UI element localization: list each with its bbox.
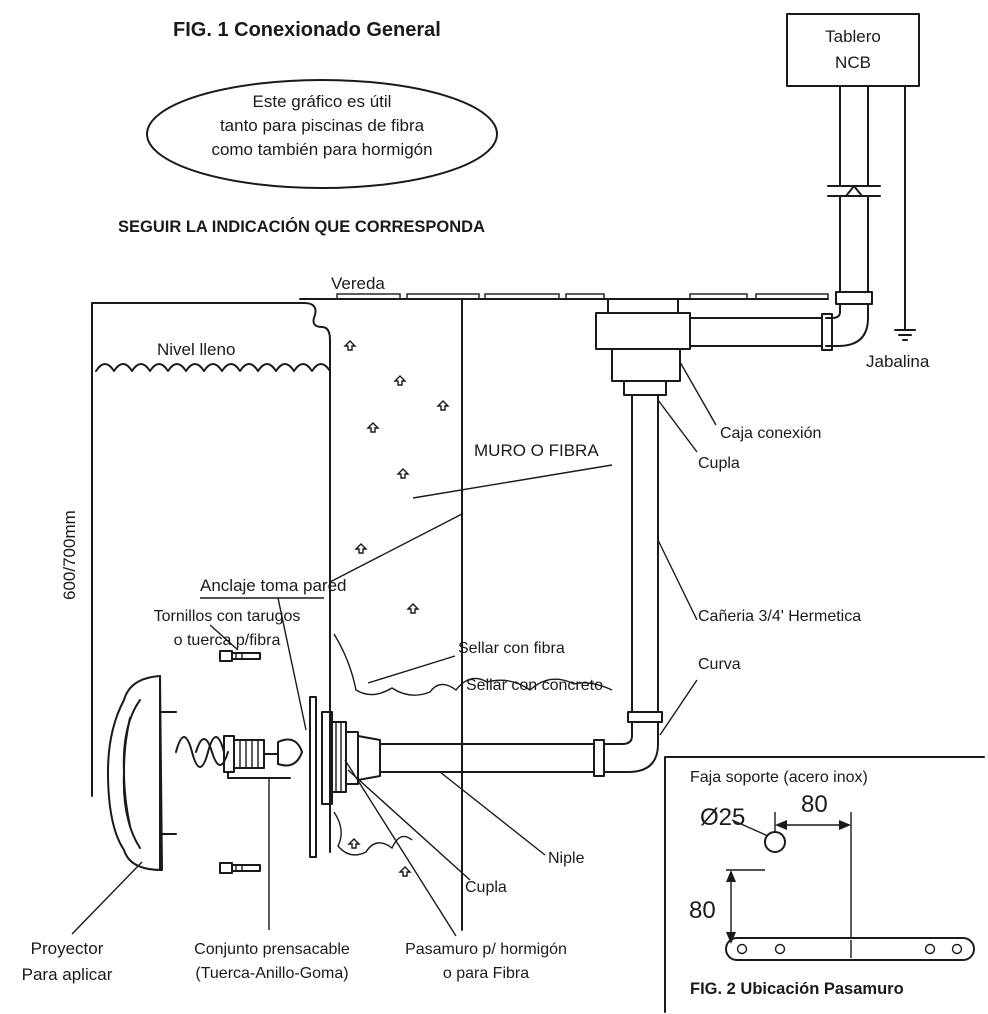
niple-leader — [439, 771, 546, 856]
tornillos-label-1: Tornillos con tarugos — [154, 608, 301, 625]
fig2-caption: FIG. 2 Ubicación Pasamuro — [690, 980, 904, 998]
cupla-top-leader — [657, 399, 698, 453]
concrete-arrows — [343, 340, 450, 877]
box-conduit — [689, 313, 833, 351]
diameter-label: Ø25 — [700, 804, 745, 831]
instruction-text: SEGUIR LA INDICACIÓN QUE CORRESPONDA — [118, 217, 485, 236]
cupla-top-label: Cupla — [698, 455, 740, 472]
pasamuro-assembly — [309, 696, 381, 858]
nivel-lleno-label: Nivel lleno — [157, 340, 235, 359]
nipple-pipe — [379, 743, 595, 773]
fig2-header: Faja soporte (acero inox) — [690, 769, 868, 786]
panel-line-2: NCB — [835, 53, 871, 72]
note-line-1: Este gráfico es útil — [253, 92, 392, 111]
proyector-leader — [71, 861, 143, 935]
screw-bottom — [219, 862, 261, 874]
anclaje-label: Anclaje toma pared — [200, 576, 346, 595]
cupla-bottom-label: Cupla — [465, 879, 507, 896]
anclaje-leader-2 — [329, 513, 463, 583]
projector — [107, 675, 177, 871]
curva-leader — [659, 679, 698, 736]
curve-elbow — [593, 721, 659, 777]
caja-leader — [679, 361, 717, 426]
water-level — [95, 363, 331, 372]
muro-fibra-label: MURO O FIBRA — [474, 441, 599, 460]
screw-top — [219, 650, 261, 662]
caneria-leader — [657, 539, 698, 621]
note-line-3: como también para hormigón — [211, 140, 432, 159]
panel-line-1: Tablero — [825, 27, 881, 46]
dim-horizontal-label: 80 — [801, 791, 828, 818]
sellar-concreto-label: Sellar con concreto — [466, 677, 603, 694]
sellar-fibra-label: Sellar con fibra — [458, 640, 565, 657]
vereda-label: Vereda — [331, 274, 385, 293]
height-label: 600/700mm — [60, 510, 79, 600]
pasamuro-hole — [764, 831, 786, 853]
caneria-label: Cañeria 3/4' Hermetica — [698, 608, 861, 625]
proyector-label-2: Para aplicar — [22, 965, 113, 984]
fig1-title: FIG. 1 Conexionado General — [173, 19, 441, 41]
cable-gland-assembly — [175, 735, 303, 779]
sidewalk-hatch — [336, 293, 829, 300]
note-ellipse — [146, 79, 498, 189]
fig2-frame — [664, 756, 985, 1013]
anclaje-leader — [277, 597, 307, 731]
dim-vertical-label: 80 — [689, 897, 716, 924]
panel-ncb — [786, 13, 920, 87]
conjunto-label-2: (Tuerca-Anillo-Goma) — [195, 965, 348, 982]
niple-label: Niple — [548, 850, 585, 867]
muro-fibra-leader — [412, 464, 613, 499]
dim-vertical — [726, 869, 765, 944]
seal-zone — [333, 633, 613, 856]
conjunto-label-1: Conjunto prensacable — [194, 941, 350, 958]
ground-rod — [894, 85, 916, 341]
junction-box — [595, 298, 691, 396]
tornillos-label-2: o tuerca p/fibra — [174, 632, 281, 649]
support-strip — [725, 937, 975, 961]
panel-conduit — [825, 85, 881, 347]
tornillos-leader — [209, 624, 239, 651]
pasamuro-label-2: o para Fibra — [443, 965, 529, 982]
diameter-leader — [731, 819, 769, 837]
pasamuro-leader — [344, 759, 457, 937]
dim-horizontal — [774, 812, 852, 938]
sellar-fibra-leader — [367, 655, 456, 684]
proyector-label-1: Proyector — [31, 939, 104, 958]
caja-conexion-label: Caja conexión — [720, 425, 821, 442]
curva-label: Curva — [698, 656, 741, 673]
pasamuro-label-1: Pasamuro p/ hormigón — [405, 941, 567, 958]
note-line-2: tanto para piscinas de fibra — [220, 116, 425, 135]
cupla-bottom-leader — [347, 769, 471, 881]
vertical-conduit — [627, 394, 663, 723]
jabalina-label: Jabalina — [866, 352, 930, 371]
